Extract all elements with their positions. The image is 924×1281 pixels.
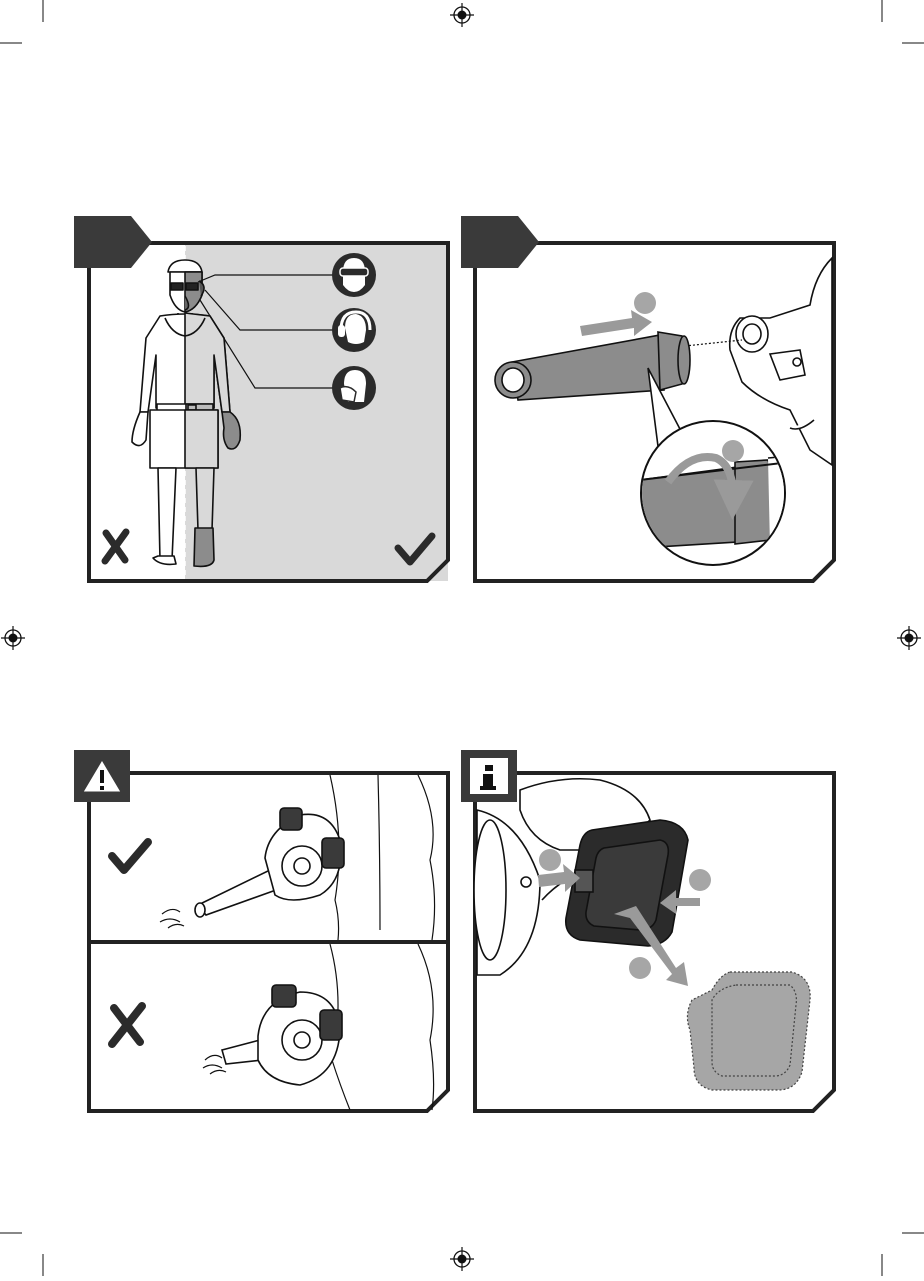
info-icon [470,758,508,794]
step-badge-1 [539,849,561,871]
panel-battery-release [461,750,834,1111]
panel-tab [74,216,152,268]
panel-safety-gear [74,216,448,581]
panel-blower-angle [74,750,448,1111]
eye-protection-icon [332,253,376,297]
registration-mark-bottom [450,1247,474,1271]
step-badge-1 [634,292,656,314]
battery-pack [566,820,688,946]
registration-mark-top [450,3,474,27]
step-badge-2 [722,440,744,462]
registration-mark-right [897,626,921,650]
step-badge-3 [629,957,651,979]
cross-icon [105,532,126,561]
panel-nozzle-attach [461,216,834,581]
step-badge-2 [689,869,711,891]
dust-mask-icon [332,366,376,410]
hearing-protection-icon [332,308,376,352]
registration-mark-left [1,626,25,650]
